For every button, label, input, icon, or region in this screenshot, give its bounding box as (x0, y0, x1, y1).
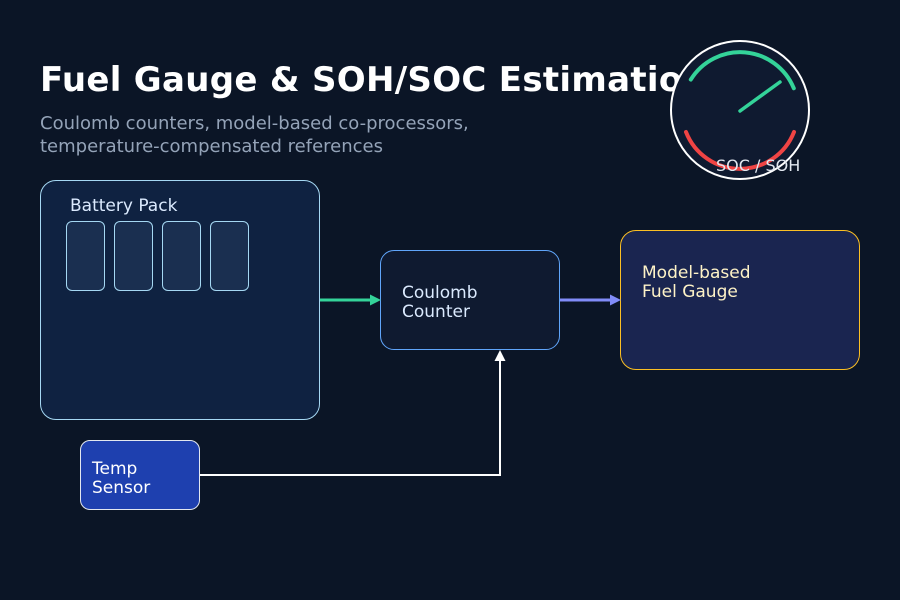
temp-sensor-label-line-2: Sensor (92, 478, 151, 498)
coulomb-counter-label: Coulomb Counter (402, 284, 478, 322)
battery-pack-box: Battery Pack (40, 180, 320, 420)
battery-cell (210, 221, 249, 291)
counter-to-gauge-arrowhead (610, 294, 621, 306)
coulomb-counter-label-line-2: Counter (402, 302, 470, 322)
coulomb-counter-box: Coulomb Counter (380, 250, 560, 350)
subtitle-line-2: temperature-compensated references (40, 136, 384, 157)
gauge-low-arc (684, 130, 796, 171)
gauge-needle (738, 80, 782, 113)
temp-sensor-label: Temp Sensor (92, 460, 150, 498)
battery-cell (66, 221, 105, 291)
battery-cell (114, 221, 153, 291)
fuel-gauge-label-line-2: Fuel Gauge (642, 282, 738, 302)
sensor-to-counter-arrow (200, 361, 501, 476)
coulomb-counter-label-line-1: Coulomb (402, 283, 478, 303)
gauge-good-arc (688, 50, 796, 91)
fuel-gauge-label-line-1: Model-based (642, 263, 751, 283)
temp-sensor-box: Temp Sensor (80, 440, 200, 510)
battery-to-counter-arrowhead (370, 294, 381, 306)
subtitle-line-1: Coulomb counters, model-based co-process… (40, 113, 469, 134)
sensor-to-counter-arrowhead (494, 350, 506, 361)
temp-sensor-label-line-1: Temp (92, 459, 138, 479)
battery-cell (162, 221, 201, 291)
battery-pack-label: Battery Pack (70, 196, 178, 216)
fuel-gauge-label: Model-based Fuel Gauge (642, 264, 751, 302)
page-title: Fuel Gauge & SOH/SOC Estimation (40, 60, 708, 100)
page-subtitle: Coulomb counters, model-based co-process… (40, 112, 469, 158)
soc-soh-gauge (670, 40, 810, 180)
gauge-label: SOC / SOH (716, 156, 801, 175)
fuel-gauge-box: Model-based Fuel Gauge (620, 230, 860, 370)
